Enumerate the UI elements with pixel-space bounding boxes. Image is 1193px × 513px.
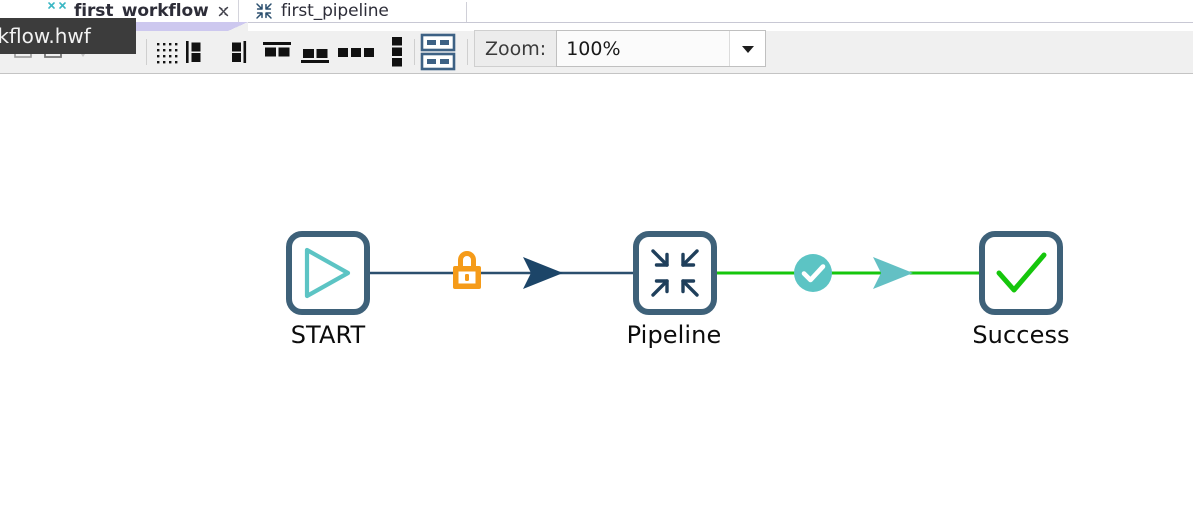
align-left-icon: [186, 41, 201, 63]
tab-first-workflow[interactable]: first_workflow: [0, 0, 230, 22]
hop-arrow-icon: [523, 257, 563, 289]
distribute-vertically-icon: [392, 37, 402, 67]
distribute-vertically-button[interactable]: [382, 37, 412, 67]
toolbar-group-align: [152, 31, 212, 73]
tab-first-pipeline[interactable]: first_pipeline: [238, 0, 466, 22]
checkmark-icon: [996, 252, 1047, 293]
hop-pipeline-to-success[interactable]: [713, 254, 982, 292]
workflow-graph: [286, 231, 1063, 315]
zoom-control: Zoom: 100%: [474, 30, 767, 67]
zoom-combobox[interactable]: 100%: [556, 30, 767, 67]
grid-size-icon: [420, 33, 456, 71]
align-top-button[interactable]: [258, 37, 296, 67]
snap-to-grid-icon: [157, 43, 178, 64]
tooltip-text: orkflow.hwf: [0, 24, 91, 48]
align-bottom-icon: [301, 49, 329, 63]
grid-size-button[interactable]: [418, 33, 458, 71]
pipeline-icon: [256, 3, 272, 19]
tab-label: first_workflow: [74, 1, 209, 21]
align-left-button[interactable]: [182, 37, 212, 67]
node-success[interactable]: [979, 231, 1063, 315]
tab-label: first_pipeline: [281, 1, 389, 21]
tab-divider: [466, 2, 467, 22]
hop-arrow-icon: [873, 257, 913, 289]
chevron-down-icon: [741, 45, 754, 53]
close-icon[interactable]: [217, 5, 230, 18]
node-label-success: Success: [972, 321, 1070, 349]
distribute-horizontally-button[interactable]: [334, 37, 382, 67]
align-right-button[interactable]: [228, 37, 258, 67]
zoom-dropdown-button[interactable]: [729, 31, 766, 66]
align-bottom-button[interactable]: [296, 40, 334, 70]
toolbar-group-distribute: [334, 31, 412, 73]
align-right-icon: [232, 41, 247, 63]
node-label-pipeline: Pipeline: [626, 321, 722, 349]
workflow-canvas[interactable]: START Pipeline Success: [0, 74, 1193, 513]
toolbar-group-grid: [418, 31, 458, 73]
lock-icon[interactable]: [453, 251, 481, 289]
distribute-horizontally-icon: [338, 48, 374, 57]
toolbar-divider-2: [409, 31, 420, 73]
node-pipeline[interactable]: [633, 231, 717, 315]
hop-start-to-pipeline[interactable]: [367, 251, 636, 289]
node-start[interactable]: [286, 231, 370, 315]
workflow-icon: [48, 2, 66, 9]
toolbar-divider-3: [462, 31, 473, 73]
snap-to-grid-button[interactable]: [152, 37, 182, 67]
zoom-input[interactable]: 100%: [557, 31, 730, 66]
tab-bar: first_workflow first_pipeline: [0, 0, 1193, 23]
active-tab-accent-curve: [228, 22, 248, 31]
converging-arrows-icon: [651, 249, 699, 297]
node-label-start: START: [290, 321, 366, 349]
align-top-icon: [263, 42, 291, 57]
toolbar-group-align-2: [228, 31, 334, 73]
toolbar-divider-1: [141, 31, 152, 73]
check-circle-icon[interactable]: [794, 254, 832, 292]
zoom-label: Zoom:: [474, 30, 557, 67]
filename-tooltip: orkflow.hwf: [0, 18, 136, 54]
